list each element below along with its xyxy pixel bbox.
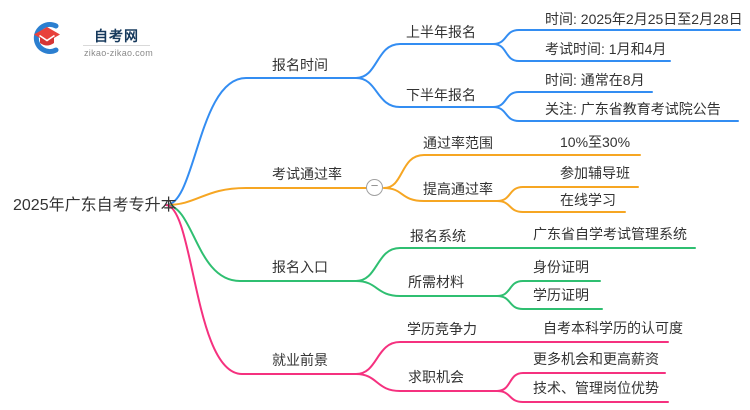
branch-registration-portal[interactable]: 报名入口	[272, 259, 328, 275]
graduation-cap-icon	[33, 22, 60, 54]
subnode-required-materials[interactable]: 所需材料	[408, 274, 464, 290]
subnode-job-opportunities[interactable]: 求职机会	[408, 369, 464, 385]
leaf-more-opportunities[interactable]: 更多机会和更高薪资	[533, 351, 659, 367]
leaf-follow-announcement[interactable]: 关注: 广东省教育考试院公告	[545, 101, 721, 117]
leaf-usually-august[interactable]: 时间: 通常在8月	[545, 72, 645, 88]
branch-registration-time-wires	[165, 29, 741, 206]
leaf-identity-proof[interactable]: 身份证明	[533, 259, 589, 275]
subnode-improve-pass-rate[interactable]: 提高通过率	[423, 181, 493, 197]
logo-domain: zikao-zikao.com	[84, 48, 154, 58]
root-node[interactable]: 2025年广东自考专升本	[13, 197, 177, 214]
leaf-rate-percentage[interactable]: 10%至30%	[560, 134, 631, 150]
leaf-degree-recognition[interactable]: 自考本科学历的认可度	[543, 320, 683, 336]
subnode-first-half-registration[interactable]: 上半年报名	[406, 24, 476, 40]
branch-career-outlook[interactable]: 就业前景	[272, 352, 328, 368]
subnode-second-half-registration[interactable]: 下半年报名	[406, 87, 476, 103]
leaf-tutoring-class[interactable]: 参加辅导班	[560, 165, 630, 181]
branch-career-outlook-wires	[165, 204, 669, 403]
leaf-exam-months[interactable]: 考试时间: 1月和4月	[545, 41, 667, 57]
branch-registration-time[interactable]: 报名时间	[272, 57, 328, 73]
branch-exam-pass-rate[interactable]: 考试通过率	[272, 166, 342, 182]
subnode-degree-competitiveness[interactable]: 学历竞争力	[407, 321, 477, 337]
branch-entry-portal-wires	[165, 204, 696, 310]
leaf-education-proof[interactable]: 学历证明	[533, 287, 589, 303]
collapse-button[interactable]: −	[366, 179, 383, 196]
logo: 自考网 zikao-zikao.com	[30, 18, 160, 62]
leaf-management-system[interactable]: 广东省自学考试管理系统	[533, 226, 687, 242]
subnode-registration-system[interactable]: 报名系统	[410, 228, 466, 244]
logo-divider	[83, 45, 150, 46]
leaf-position-advantages[interactable]: 技术、管理岗位优势	[533, 380, 659, 396]
leaf-registration-dates[interactable]: 时间: 2025年2月25日至2月28日	[545, 11, 743, 27]
leaf-online-learning[interactable]: 在线学习	[560, 192, 616, 208]
logo-title: 自考网	[94, 28, 139, 44]
branch-pass-rate-wires	[165, 154, 641, 213]
subnode-pass-rate-range[interactable]: 通过率范围	[423, 135, 493, 151]
